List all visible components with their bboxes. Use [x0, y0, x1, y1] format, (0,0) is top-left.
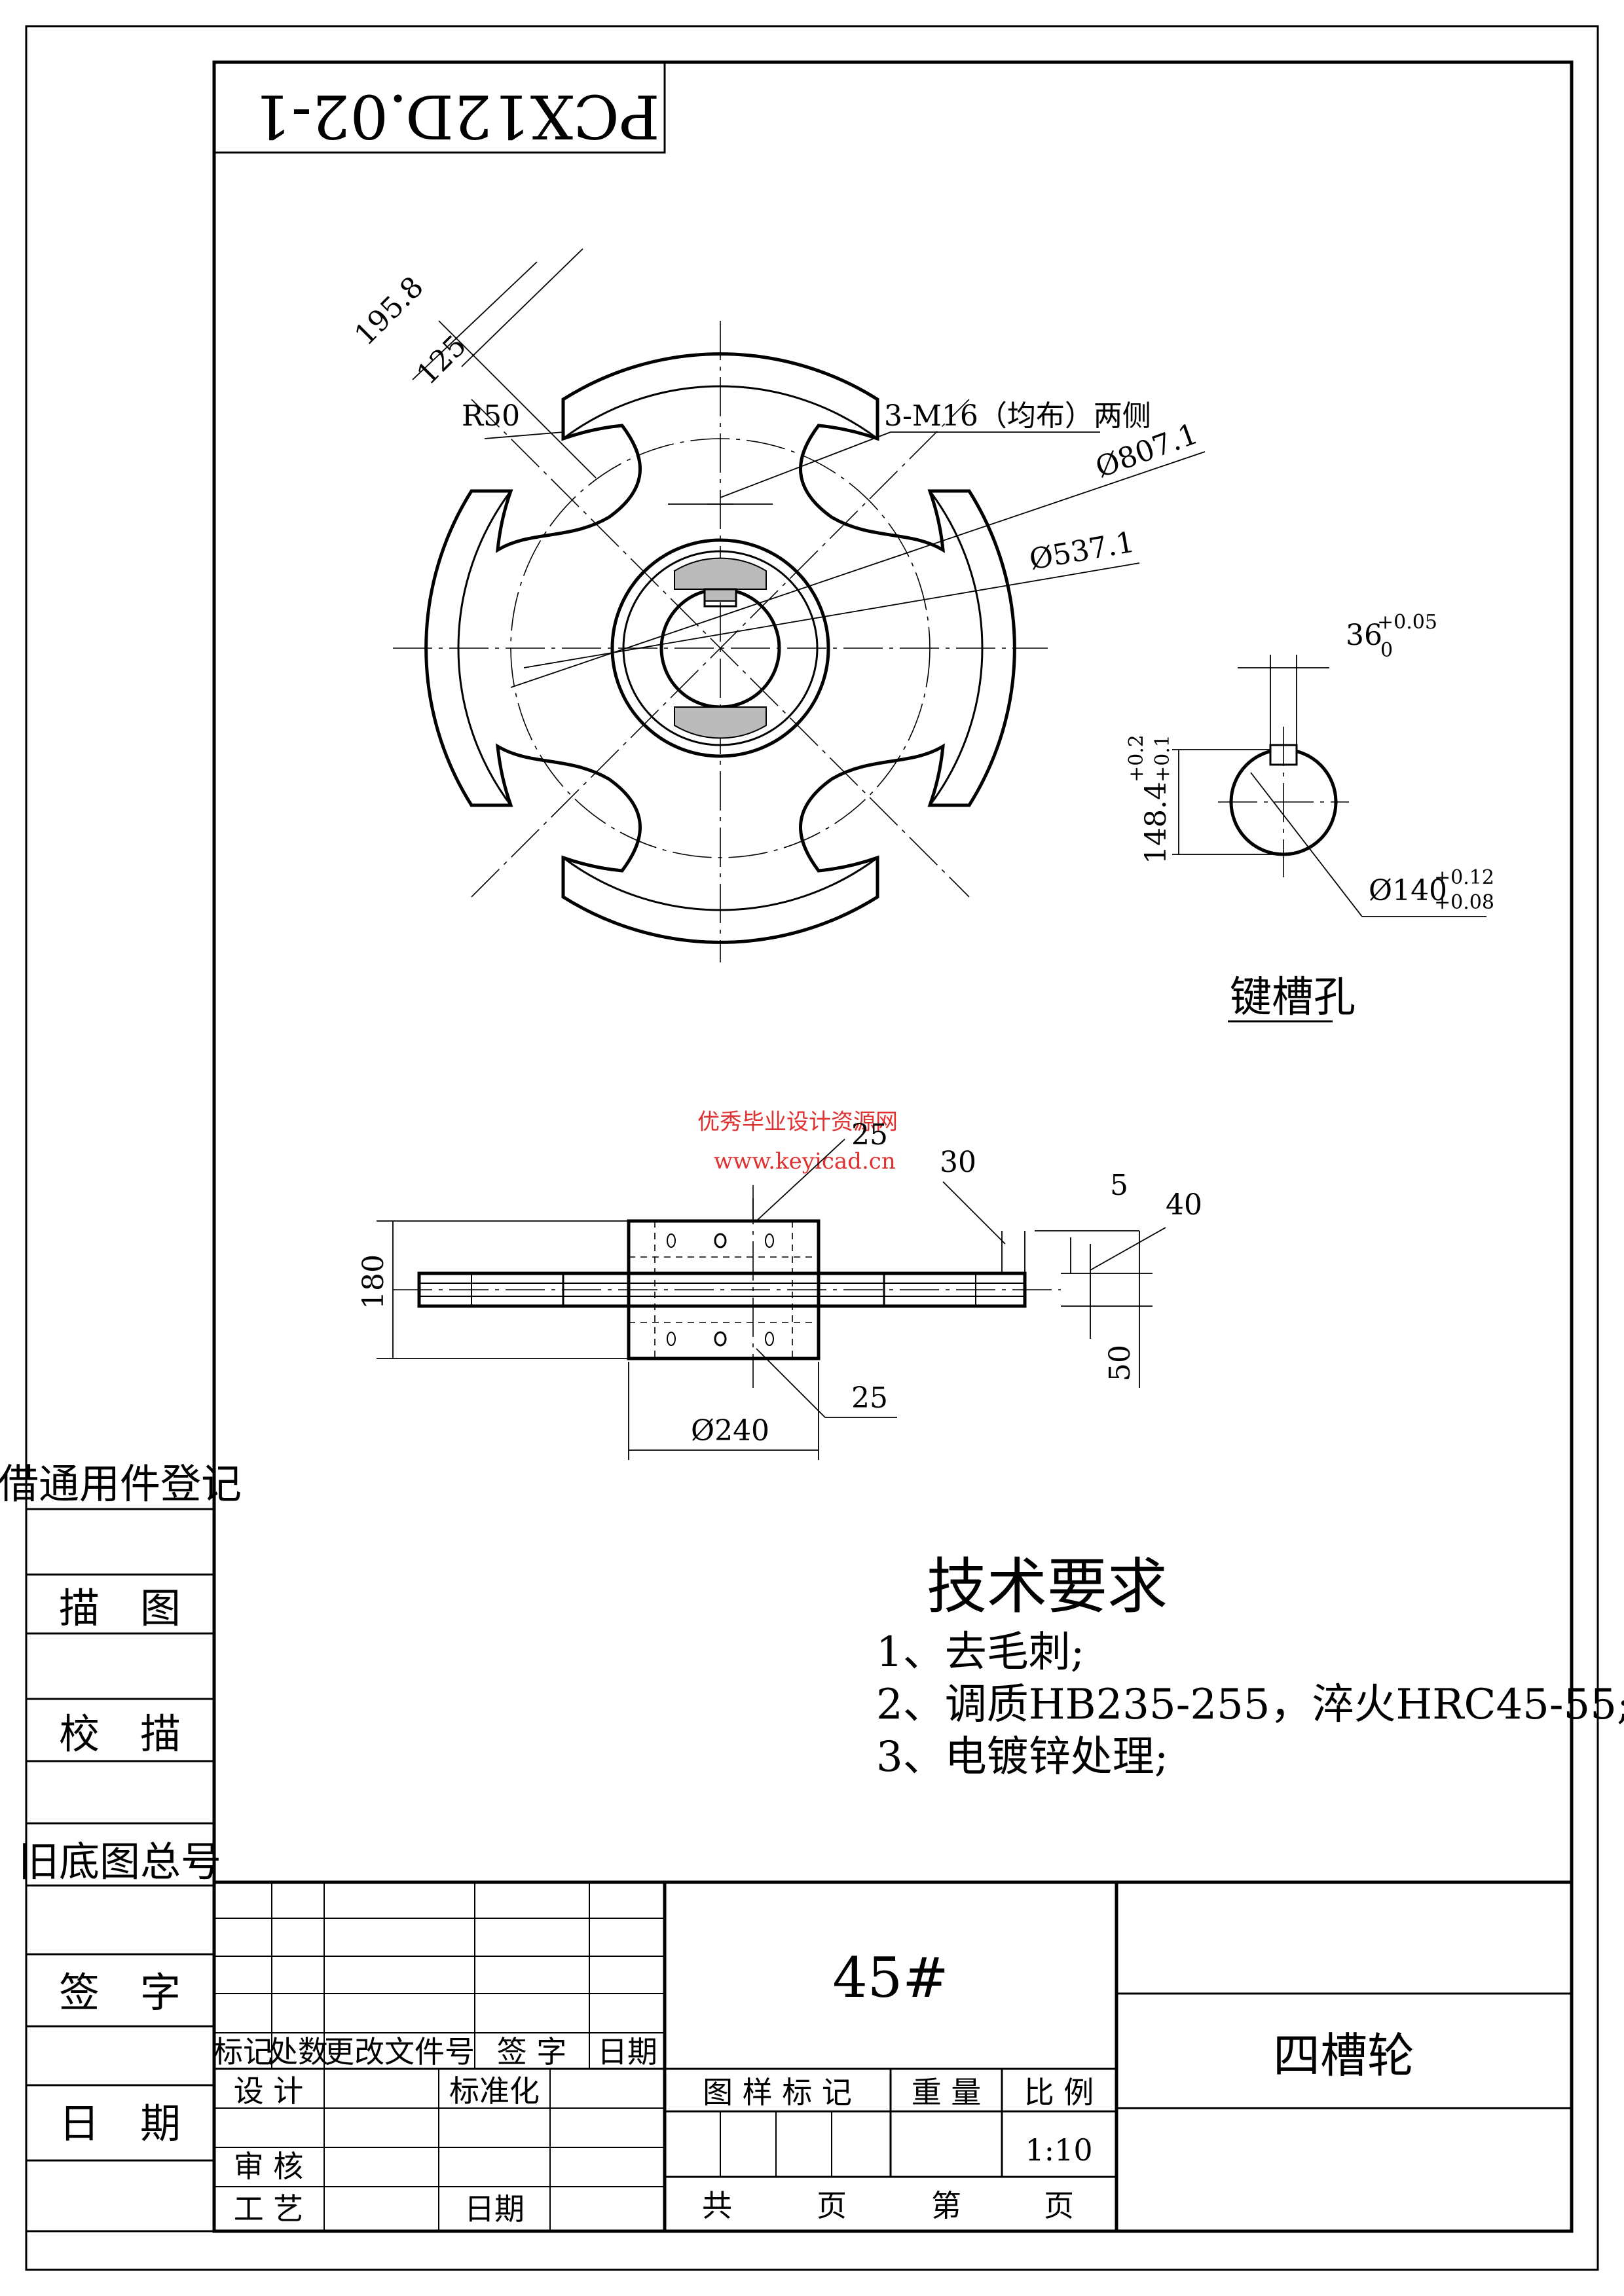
dim-125: 125 [411, 329, 473, 391]
rim-left [457, 490, 512, 806]
tech-item-2: 2、调质HB235-255，淬火HRC45-55; [876, 1681, 1624, 1729]
dim-thread: 3-M16（均布）两侧 [884, 399, 1151, 433]
side-view [377, 1139, 1166, 1460]
keyway-slot [703, 588, 737, 608]
center-line-d2 [471, 399, 970, 898]
tb-total: 共 [702, 2188, 732, 2223]
rev-header-3: 更改文件号 [324, 2034, 475, 2069]
hub-inner [622, 550, 819, 746]
dim-ext-195 [412, 261, 538, 380]
rim-top [563, 385, 878, 440]
side-leader-40 [1090, 1227, 1166, 1271]
inner-frame [212, 60, 1574, 2233]
dim-line-807 [510, 451, 1206, 688]
side-row-1: 借通用件登记 [0, 1460, 242, 1508]
dim-leader-m16 [720, 431, 891, 498]
rev-header-2: 处数 [268, 2034, 328, 2069]
keyway-title: 键槽孔 [1230, 974, 1356, 1022]
title-block-grid [214, 1880, 1572, 2231]
tb-pattern-mark: 图 样 标 记 [703, 2075, 852, 2110]
dim-ext-125 [461, 248, 583, 367]
side-row-3: 校 描 [59, 1710, 181, 1758]
side-50: 50 [1103, 1345, 1137, 1381]
side-180: 180 [357, 1254, 390, 1309]
keyway-148-upper: +0.2 [1125, 735, 1148, 782]
tb-standardize: 标准化 [449, 2073, 540, 2109]
rev-header-1: 标记 [213, 2034, 273, 2069]
keyway-detail [1172, 655, 1486, 917]
keyway-140: Ø140 [1369, 874, 1447, 907]
dim-leader-r50 [484, 431, 564, 439]
side-leader-25-top [756, 1139, 845, 1222]
hole-4 [667, 1332, 676, 1346]
tb-sheet-1: 页 [817, 2188, 847, 2223]
dim-195-8: 195.8 [348, 270, 430, 352]
dim-d537: Ø537.1 [1027, 525, 1137, 576]
keyway-148: 148.4 [1139, 782, 1173, 864]
side-row-6: 日 期 [59, 2100, 181, 2147]
hole-6 [765, 1332, 774, 1346]
front-view [393, 248, 1206, 962]
tb-scale-value: 1:10 [1025, 2132, 1092, 2168]
keyway-hatch-top [674, 557, 767, 602]
side-row-4: 旧底图总号 [18, 1838, 221, 1886]
rev-header-5: 日期 [597, 2034, 657, 2069]
tb-process: 工 艺 [234, 2191, 304, 2227]
keyway-36: 36 [1346, 619, 1382, 652]
side-row-2: 描 图 [59, 1584, 181, 1632]
watermark-line2: www.keyicad.cn [714, 1148, 896, 1175]
tech-item-1: 1、去毛刺; [876, 1628, 1084, 1677]
keyway-140-upper: +0.12 [1434, 866, 1494, 889]
keyway-36-lower: 0 [1380, 639, 1393, 662]
side-leader-25-bot [756, 1348, 826, 1418]
dim-line-195 [438, 320, 597, 479]
rim-right [929, 490, 984, 806]
rim-bottom [563, 856, 878, 911]
keyway-leader-140 [1250, 772, 1363, 917]
side-25-bottom: 25 [851, 1381, 888, 1415]
tb-sheet-2: 页 [1044, 2188, 1074, 2223]
wheel-outline [424, 352, 1016, 944]
bolt-circle [510, 438, 931, 858]
tb-date: 日期 [464, 2191, 525, 2227]
keyway-36-upper: +0.05 [1377, 611, 1437, 634]
rev-header-4: 签 字 [497, 2034, 567, 2069]
side-leader-30 [942, 1181, 1006, 1245]
side-5: 5 [1110, 1169, 1128, 1202]
side-table [26, 1508, 214, 2232]
side-d240: Ø240 [691, 1414, 769, 1448]
tb-design: 设 计 [234, 2073, 304, 2109]
tb-weight: 重 量 [912, 2075, 982, 2110]
tb-scale-label: 比 例 [1024, 2075, 1094, 2110]
watermark-line1: 优秀毕业设计资源网 [697, 1109, 898, 1135]
part-name: 四槽轮 [1273, 2028, 1414, 2083]
keyway-hatch-bottom [674, 706, 767, 739]
tb-nth: 第 [931, 2188, 961, 2223]
hole-1 [667, 1233, 676, 1248]
tb-review: 审 核 [234, 2149, 304, 2184]
hole-2 [714, 1233, 727, 1248]
dim-line-537 [523, 562, 1140, 668]
hole-5 [714, 1331, 727, 1347]
outer-border [25, 25, 1599, 2271]
side-row-5: 签 字 [59, 1969, 181, 2016]
side-40: 40 [1166, 1188, 1202, 1222]
side-25-top: 25 [851, 1118, 888, 1152]
hub-outer [610, 538, 830, 758]
drawing-number-box [213, 61, 666, 154]
drawing-number: PCX12D.02-1 [253, 81, 659, 151]
tech-title: 技术要求 [927, 1552, 1168, 1622]
side-30: 30 [940, 1146, 976, 1179]
keyway-140-lower: +0.08 [1434, 891, 1494, 914]
material: 45# [832, 1946, 948, 2010]
tech-item-3: 3、电镀锌处理; [876, 1733, 1168, 1781]
dim-r50: R50 [462, 399, 520, 433]
hole-3 [765, 1233, 774, 1248]
keyway-148-lower: +0.1 [1151, 735, 1174, 782]
